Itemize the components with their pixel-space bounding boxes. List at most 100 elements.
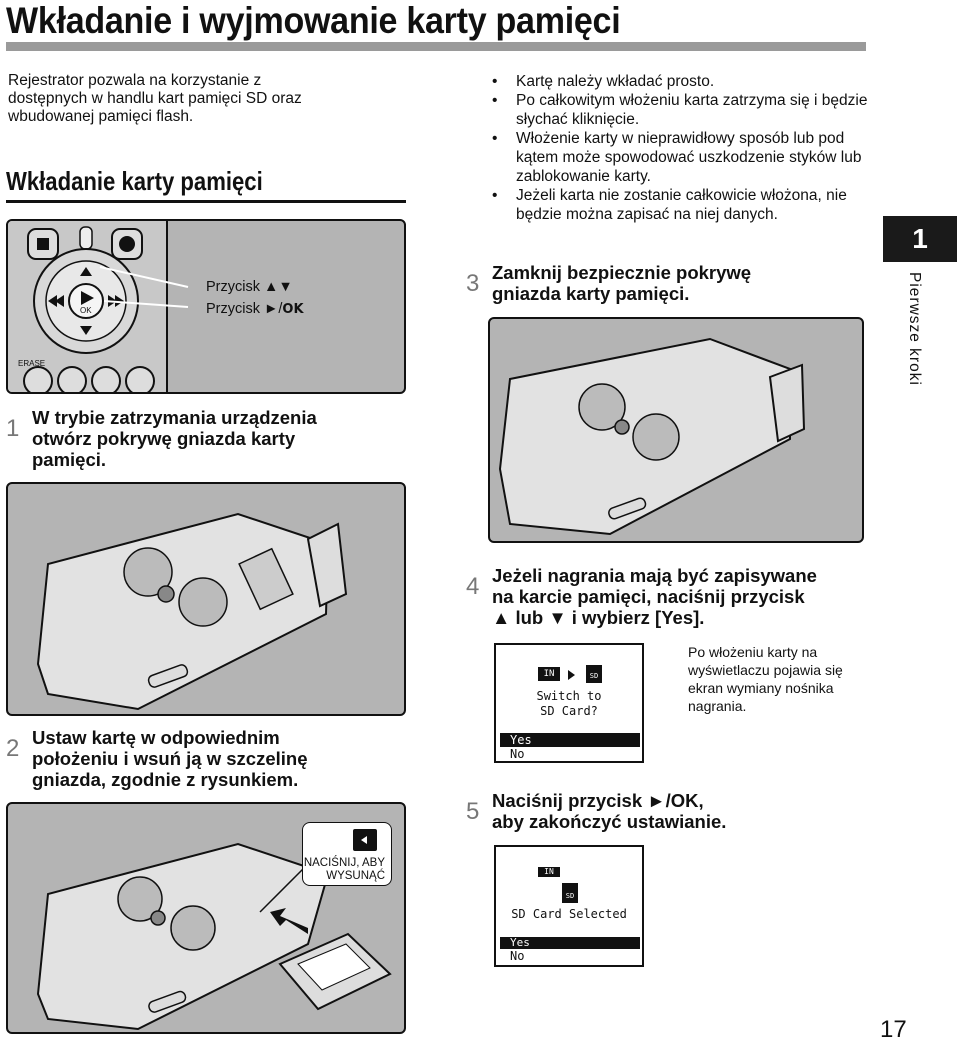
option-no[interactable]: No [510,747,525,761]
cover-flap [306,522,348,608]
screen-message: SD Card Selected [511,907,627,921]
step-number: 3 [466,270,480,297]
buttons-drawing [23,226,189,392]
option-no[interactable]: No [510,949,525,963]
page-title: Wkładanie i wyjmowanie karty pamięci [6,0,621,41]
forward-icon [115,295,124,307]
callout-line-2 [103,300,189,308]
open-cover-illustration [6,482,406,716]
step-line: Zamknij bezpiecznie pokrywę [492,262,752,283]
note-item: Jeżeli karta nie zostanie całkowicie wło… [490,186,870,224]
callout-ok: OK [282,302,304,317]
step-line: Jeżeli nagrania mają być zapisywane [492,565,817,586]
step-line: W trybie zatrzymania urządzenia [32,407,317,428]
notes-list: Kartę należy wkładać prosto. Po całkowit… [490,72,870,224]
in-memory-icon: IN [538,867,560,877]
step-number: 5 [466,798,480,825]
callout-play-ok: Przycisk ►/OK [206,301,304,317]
speaker-left [123,547,173,597]
hold-switch [608,497,647,520]
page-number: 17 [880,1016,907,1043]
sd-card-label [297,943,371,991]
sd-card-icon: SD [586,665,602,683]
bottom-button-2 [57,366,87,392]
sd-card-icon: SD [562,883,578,903]
hold-switch [147,664,189,688]
section-underline [6,200,406,203]
rec-icon [119,236,135,252]
screen-note: Po włożeniu karty na wyświetlaczu pojawi… [688,644,843,714]
push-label-line: NACIŚNIJ, ABY [303,857,385,869]
note-item: Kartę należy wkładać prosto. [490,72,870,91]
section-title: Wkładanie karty pamięci [6,166,263,196]
mic-hole [157,585,175,603]
callout-play-prefix: Przycisk ►/ [206,301,283,317]
step-line: gniazda karty pamięci. [492,283,690,304]
mic-hole [150,910,166,926]
step-line: aby zakończyć ustawianie. [492,811,727,832]
cover-flap [768,363,806,443]
step-text: Ustaw kartę w odpowiednim położeniu i ws… [32,727,308,790]
step-line: na karcie pamięci, naciśnij przycisk [492,586,805,607]
down-arrow-icon [80,326,92,335]
bottom-button-3 [91,366,121,392]
step-number: 1 [6,415,20,442]
chapter-label: Pierwsze kroki [906,272,923,386]
speaker-left [117,876,163,922]
card-cover [238,547,294,611]
insert-arrow-icon [270,908,308,934]
intro-text: Rejestrator pozwala na korzystanie z dos… [8,72,302,125]
step-line: otwórz pokrywę gniazda karty [32,428,296,449]
push-label-line: WYSUNĄĆ [326,870,385,882]
note-item: Po całkowitym włożeniu karta zatrzyma si… [490,91,870,129]
speaker-left [578,383,626,431]
step-text: Naciśnij przycisk ►/OK, aby zakończyć us… [492,790,726,832]
led-slot [79,226,93,250]
up-arrow-icon [80,267,92,276]
recorder-insert-drawing [36,842,392,1031]
callout-line-1 [99,266,189,288]
buttons-illustration: ERASE OK Przycisk ▲▼ Przycisk ►/OK [6,219,406,394]
ok-label: OK [80,306,92,315]
mic-hole [614,419,630,435]
speaker-right [178,577,228,627]
callout-up-down: Przycisk ▲▼ [206,279,293,295]
insert-card-illustration: NACIŚNIJ, ABY WYSUNĄĆ [6,802,406,1034]
step-line: Ustaw kartę w odpowiednim [32,727,280,748]
hold-switch [148,990,187,1013]
step-line: gniazda, zgodnie z rysunkiem. [32,769,299,790]
push-to-eject-label: NACIŚNIJ, ABY WYSUNĄĆ [302,822,392,886]
close-cover-illustration [488,317,864,543]
erase-label: ERASE [18,359,46,368]
note-item: Włożenie karty w nieprawidłowy sposób lu… [490,129,870,186]
rewind-icon-2 [55,295,64,307]
lcd-selected-screen: IN SD SD Card Selected Yes No [494,845,644,967]
title-underline [6,42,866,51]
step-number: 4 [466,573,480,600]
screen-message-line: SD Card? [540,704,598,718]
lcd-switch-screen: IN SD Switch to SD Card? Yes No [494,643,644,763]
stop-icon [37,238,49,250]
step-line: ▲ lub ▼ i wybierz [Yes]. [492,607,705,628]
step-text: Jeżeli nagrania mają być zapisywane na k… [492,565,817,628]
step-text: Zamknij bezpiecznie pokrywę gniazda kart… [492,262,751,304]
recorder-drawing [36,512,348,711]
step-text: W trybie zatrzymania urządzenia otwórz p… [32,407,317,470]
bottom-button-1 [23,366,53,392]
option-yes[interactable]: Yes [500,733,640,747]
play-icon [81,291,94,305]
screen-message-line: Switch to [536,689,602,703]
callout-pointer [259,863,309,913]
step-number: 2 [6,735,20,762]
speaker-right [170,905,216,951]
rewind-icon [48,295,57,307]
eject-icon [353,829,377,851]
step-line: położeniu i wsuń ją w szczelinę [32,748,308,769]
option-yes[interactable]: Yes [500,937,640,949]
step-line: Naciśnij przycisk ►/OK, [492,790,704,811]
bottom-button-4 [125,366,155,392]
arrow-right-icon [568,670,575,680]
chapter-tab: 1 [883,216,957,262]
step-line: pamięci. [32,449,107,470]
in-memory-icon: IN [538,667,560,681]
